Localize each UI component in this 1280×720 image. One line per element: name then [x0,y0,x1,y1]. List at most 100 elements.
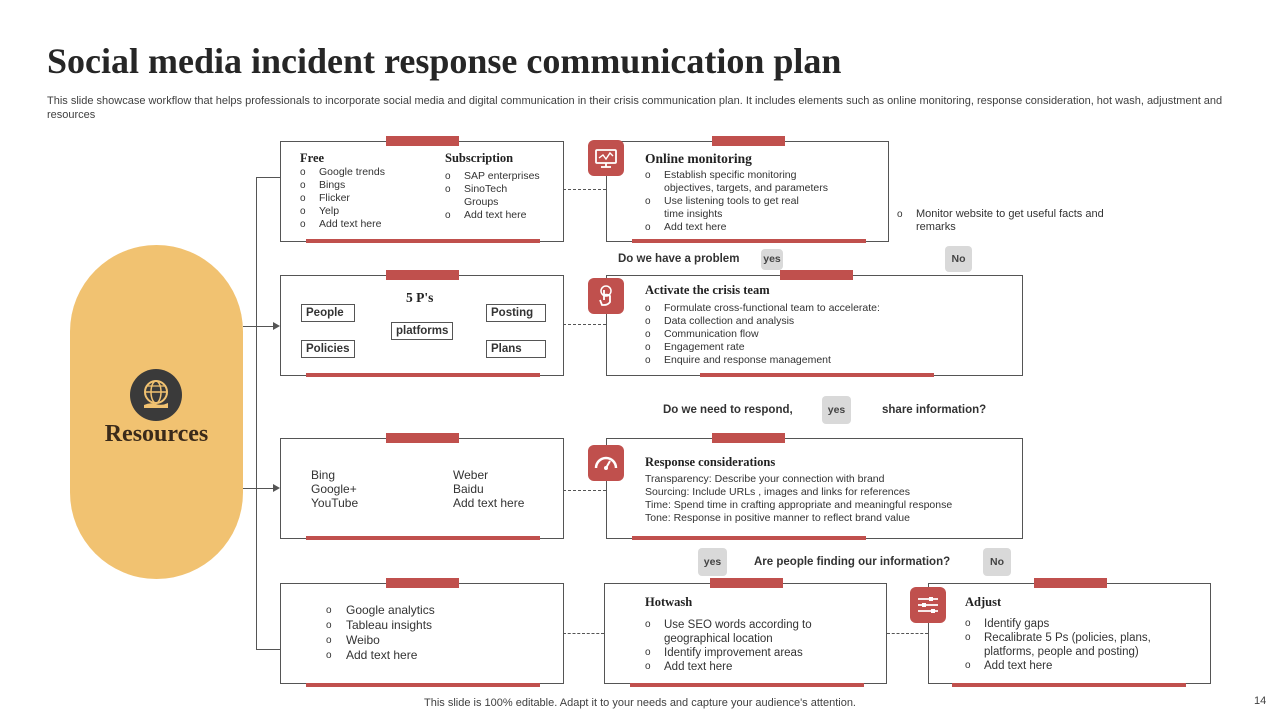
analytics-list: Google analytics Tableau insights Weibo … [326,603,435,663]
question-respond: Do we need to respond, [663,404,793,416]
yes-badge: yes [698,548,727,576]
free-heading: Free [300,151,325,165]
response-line: Time: Spend time in crafting appropriate… [645,499,953,511]
list-item: Add text here [326,648,435,663]
list-item: Use listening tools to get real time ins… [645,195,815,221]
yes-badge: yes [822,396,851,424]
box-tab [712,136,785,146]
search-col-2: Weber Baidu Add text here [453,468,524,510]
crisis-team-heading: Activate the crisis team [645,283,770,297]
list-item: Add text here [445,209,555,222]
box-bar [952,683,1186,687]
adjust-heading: Adjust [965,595,1002,609]
sliders-icon [910,587,946,623]
connector-box1 [256,177,280,178]
list-item: Google trends [300,166,385,179]
list-item: Establish specific monitoring objectives… [645,169,845,195]
search-col-1: Bing Google+ YouTube [311,468,358,510]
list-item: Yelp [300,205,385,218]
box-tab [386,578,459,588]
list-item: Google analytics [326,603,435,618]
monitor-icon [588,140,624,176]
list-item: YouTube [311,496,359,510]
list-item: Identify improvement areas [645,646,845,660]
list-item: Flicker [300,192,385,205]
box-bar [632,239,866,243]
box-tab [386,433,459,443]
list-item: Add text here [645,660,845,674]
gauge-icon [588,445,624,481]
box-tab [710,578,783,588]
box-tab [1034,578,1107,588]
list-item: Tableau insights [326,618,435,633]
hotwash-list: Use SEO words according to geographical … [645,618,845,674]
box-bar [306,239,540,243]
list-item: Add text here [300,218,385,231]
box-bar [306,536,540,540]
box-tab [780,270,853,280]
box-bar [630,683,864,687]
free-list: Google trends Bings Flicker Yelp Add tex… [300,166,385,231]
adjust-list: Identify gaps Recalibrate 5 Ps (policies… [965,617,1185,673]
connector-box4 [256,649,280,650]
footer-note: This slide is 100% editable. Adapt it to… [424,697,856,709]
connector-box3 [243,488,273,489]
response-line: Transparency: Describe your connection w… [645,473,885,485]
online-monitoring-list: Establish specific monitoring objectives… [645,169,845,234]
posting-box: Posting [486,304,546,322]
globe-hand-icon [130,369,182,421]
box-tab [386,136,459,146]
list-item: Weibo [326,633,435,648]
yes-badge: yes [761,249,783,270]
list-item: Formulate cross-functional team to accel… [645,302,880,315]
list-item: Bings [300,179,385,192]
box-bar [306,373,540,377]
arrow-box3 [273,484,280,492]
box-tab [386,270,459,280]
resource-box-5ps [280,275,564,376]
question-problem: Do we have a problem [618,253,740,265]
subscription-heading: Subscription [445,151,514,165]
dash-link-4 [563,633,604,634]
response-line: Tone: Response in positive manner to ref… [645,512,910,524]
page-title: Social media incident response communica… [47,41,842,81]
list-item: Baidu [453,482,484,496]
box-bar [632,536,866,540]
crisis-team-list: Formulate cross-functional team to accel… [645,302,880,367]
list-item: Monitor website to get useful facts and … [897,208,1112,234]
connector-box2 [243,326,273,327]
connector-vertical [256,177,257,649]
response-heading: Response considerations [645,455,776,469]
box-bar [700,373,934,377]
plans-box: Plans [486,340,546,358]
hotwash-heading: Hotwash [645,595,693,609]
subscription-list: SAP enterprises SinoTech Groups Add text… [445,170,555,222]
dash-link-3 [563,490,606,491]
list-item: SAP enterprises [445,170,555,183]
list-item: SinoTech Groups [445,183,530,209]
question-finding: Are people finding our information? [754,556,951,568]
list-item: Communication flow [645,328,880,341]
list-item: Google+ [311,482,357,496]
list-item: Add text here [645,221,845,234]
list-item: Data collection and analysis [645,315,880,328]
no-badge: No [945,246,972,272]
list-item: Use SEO words according to geographical … [645,618,825,646]
arrow-box2 [273,322,280,330]
people-box: People [301,304,355,322]
list-item: Weber [453,468,489,482]
policies-box: Policies [301,340,355,358]
list-item: Add text here [965,659,1185,673]
no-badge: No [983,548,1011,576]
hand-pointer-icon [588,278,624,314]
list-item: Engagement rate [645,341,880,354]
monitor-website-note: Monitor website to get useful facts and … [897,208,1112,234]
list-item: Bing [311,468,336,482]
question-share: share information? [882,404,987,416]
response-line: Sourcing: Include URLs , images and link… [645,486,910,498]
list-item: Enquire and response management [645,354,880,367]
list-item: Recalibrate 5 Ps (policies, plans, platf… [965,631,1185,659]
online-monitoring-heading: Online monitoring [645,151,752,166]
box-bar [306,683,540,687]
dash-link-2 [563,324,606,325]
